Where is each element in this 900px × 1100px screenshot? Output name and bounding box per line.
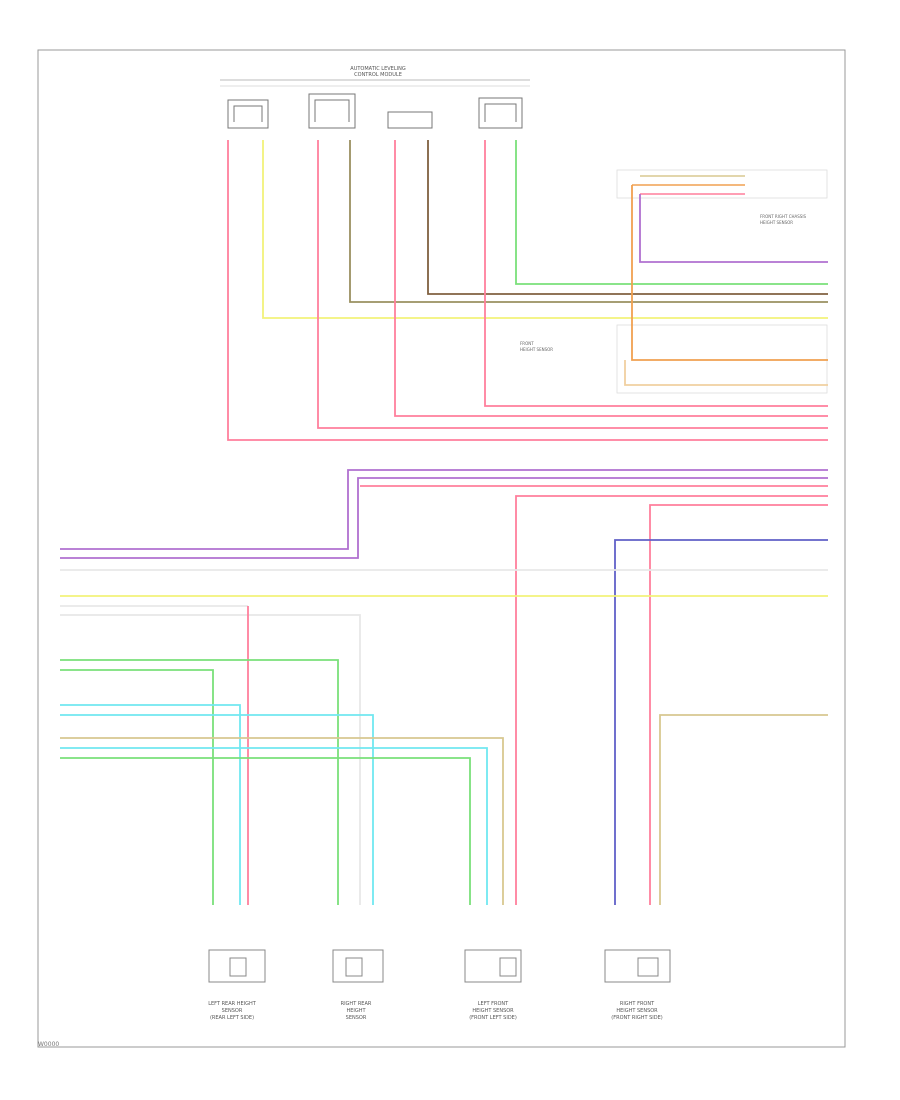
svg-text:HEIGHT: HEIGHT — [346, 1008, 366, 1014]
sensor-left-rear — [208, 949, 266, 983]
mid-wires — [60, 469, 828, 905]
right-connector-note-2: HEIGHT SENSOR — [760, 220, 793, 225]
lower-wires — [60, 659, 828, 905]
sensor-caption-1: LEFT REAR HEIGHT SENSOR (REAR LEFT SIDE) — [208, 1001, 257, 1021]
sensor-caption-4: RIGHT FRONT HEIGHT SENSOR (FRONT RIGHT S… — [611, 1001, 663, 1021]
svg-text:(FRONT RIGHT SIDE): (FRONT RIGHT SIDE) — [611, 1015, 663, 1021]
sensor-caption-2: RIGHT REAR HEIGHT SENSOR — [341, 1001, 372, 1021]
svg-text:HEIGHT SENSOR: HEIGHT SENSOR — [472, 1008, 514, 1014]
svg-text:SENSOR: SENSOR — [222, 1008, 243, 1014]
svg-text:RIGHT FRONT: RIGHT FRONT — [620, 1001, 655, 1007]
svg-text:HEIGHT SENSOR: HEIGHT SENSOR — [616, 1008, 658, 1014]
center-box-label-2: HEIGHT SENSOR — [520, 347, 553, 352]
module-connector-4 — [478, 97, 523, 129]
svg-text:(REAR LEFT SIDE): (REAR LEFT SIDE) — [210, 1015, 254, 1021]
module-connector-3 — [387, 111, 433, 129]
module-subtitle: CONTROL MODULE — [354, 72, 402, 78]
svg-text:LEFT REAR HEIGHT: LEFT REAR HEIGHT — [208, 1001, 257, 1007]
sensor-left-front — [464, 949, 522, 983]
upper-wires — [227, 140, 828, 441]
sensor-right-front — [604, 949, 671, 983]
sensor-caption-3: LEFT FRONT HEIGHT SENSOR (FRONT LEFT SID… — [469, 1001, 517, 1021]
svg-text:SENSOR: SENSOR — [346, 1015, 367, 1021]
center-box-label-1: FRONT — [520, 341, 534, 346]
sensor-right-rear — [332, 949, 384, 983]
right-connector-note-1: FRONT RIGHT CHASSIS — [760, 214, 807, 219]
svg-text:LEFT FRONT: LEFT FRONT — [478, 1001, 509, 1007]
reference-code: W0000 — [38, 1041, 60, 1048]
svg-text:RIGHT REAR: RIGHT REAR — [341, 1001, 372, 1007]
module-connector-2 — [308, 93, 356, 129]
svg-text:(FRONT LEFT SIDE): (FRONT LEFT SIDE) — [469, 1015, 517, 1021]
module-title: AUTOMATIC LEVELING — [350, 66, 406, 72]
diagram-border — [37, 49, 846, 1048]
module-connector-1 — [227, 99, 269, 129]
